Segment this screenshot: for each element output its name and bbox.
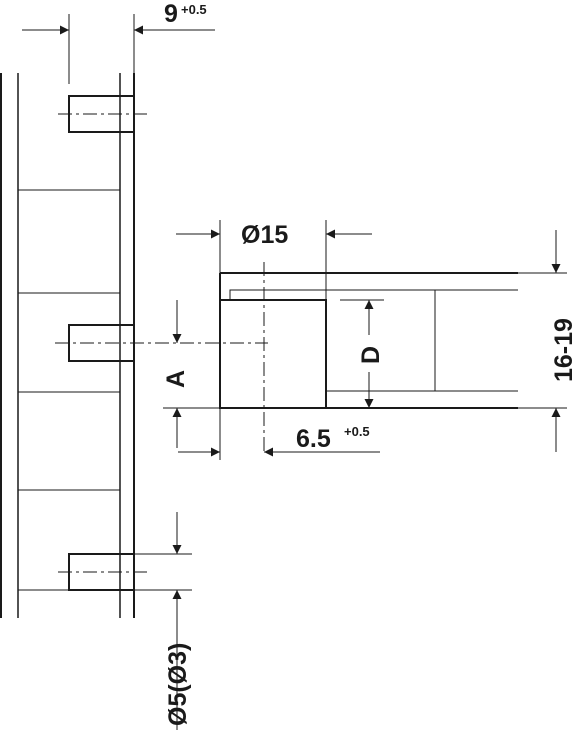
offset-tolerance: +0.5	[344, 424, 370, 439]
dowel-top	[58, 95, 150, 133]
dowel-middle	[55, 324, 268, 362]
offset-value: 6.5	[296, 425, 331, 453]
dimension-depth: D	[340, 299, 385, 408]
top-width-tolerance: +0.5	[181, 2, 207, 17]
diameter-label: Ø15	[241, 221, 288, 249]
thickness-label: 16-19	[550, 318, 574, 382]
bore-diameter-label: Ø5(Ø3)	[164, 643, 192, 726]
dimension-top-width: 9 +0.5	[22, 0, 215, 84]
top-width-value: 9	[164, 0, 178, 28]
dimension-offset: 6.5 +0.5	[178, 408, 380, 460]
depth-label: D	[357, 346, 385, 364]
dowel-bottom	[58, 553, 150, 591]
dimension-thickness: 16-19	[518, 230, 574, 452]
dowel-pitch-label: A	[162, 370, 190, 388]
left-panel-section	[0, 73, 135, 618]
connector-housing	[219, 262, 327, 452]
dimension-bore-diameter: Ø5(Ø3)	[134, 512, 192, 730]
dimension-dowel-pitch: A	[162, 300, 220, 448]
dimension-diameter: Ø15	[176, 220, 372, 300]
